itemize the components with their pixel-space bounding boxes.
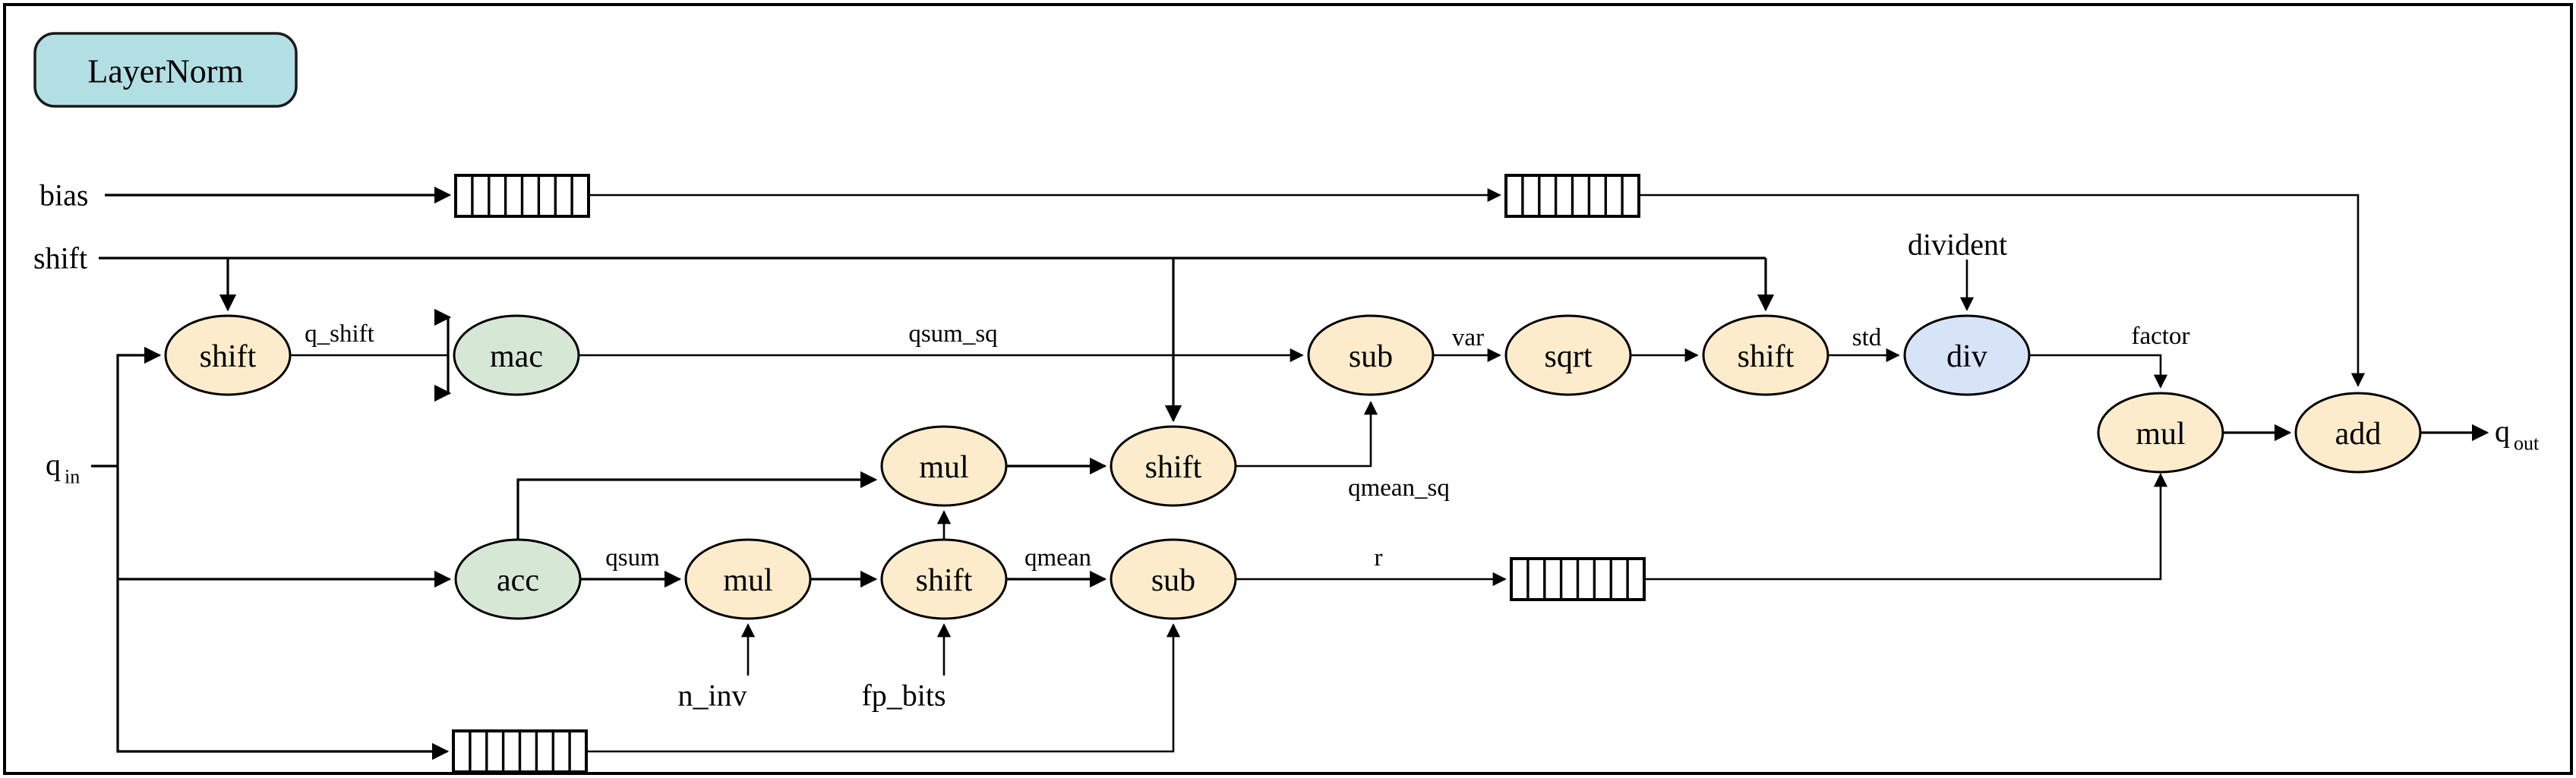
node-mul-3[interactable]: mul <box>2097 392 2224 474</box>
port-label-divident: divident <box>1908 228 2007 262</box>
wire-qin-to-fifo-bottom <box>116 466 450 761</box>
node-sub-2[interactable]: sub <box>1307 314 1435 396</box>
node-shift-2[interactable]: shift <box>880 538 1008 620</box>
node-shift-1[interactable]: shift <box>164 314 292 396</box>
node-mac-label: mac <box>490 339 543 374</box>
edge-label-std: std <box>1852 324 1882 351</box>
port-label-q-out: q out <box>2495 414 2540 455</box>
port-label-shift: shift <box>33 241 87 276</box>
wire-acc-to-mul2 <box>516 471 878 540</box>
edge-label-qmean: qmean <box>1024 544 1091 572</box>
wire-mac-top-in <box>434 308 452 355</box>
node-mac[interactable]: mac <box>453 314 580 396</box>
port-label-q-out-base: q <box>2495 414 2510 449</box>
title-badge: LayerNorm <box>33 32 298 108</box>
edge-label-factor: factor <box>2132 323 2190 350</box>
port-label-q-out-sub: out <box>2514 433 2540 455</box>
fifo-layer <box>452 174 1646 773</box>
node-mul-1-label: mul <box>723 563 772 598</box>
edge-label-qsum: qsum <box>605 544 660 572</box>
node-shift-4[interactable]: shift <box>1702 314 1829 396</box>
fifo-bias-1 <box>454 174 590 218</box>
node-layer: shift mac acc mul shift sub <box>164 314 2422 620</box>
node-mul-1[interactable]: mul <box>684 538 812 620</box>
node-add[interactable]: add <box>2294 392 2422 474</box>
edge-label-qmean-sq: qmean_sq <box>1348 474 1450 502</box>
node-div[interactable]: div <box>1903 314 2031 396</box>
fifo-bias-2 <box>1504 174 1640 218</box>
node-mul-3-label: mul <box>2136 417 2185 452</box>
edge-label-q-shift: q_shift <box>305 320 374 348</box>
node-shift-3[interactable]: shift <box>1110 425 1237 507</box>
wire-layer <box>91 186 2489 761</box>
wire-div-to-mul3 <box>2030 354 2168 389</box>
port-label-q-in: q in <box>46 448 80 488</box>
edge-label-var: var <box>1452 324 1484 351</box>
title-badge-shape <box>33 32 298 108</box>
wire-shift3-to-sub2 <box>1236 401 1378 468</box>
node-sqrt-label: sqrt <box>1545 339 1593 374</box>
port-label-n-inv: n_inv <box>677 679 747 713</box>
wire-mac-bottom-in <box>434 355 452 402</box>
node-div-label: div <box>1946 339 1987 374</box>
title-badge-label: LayerNorm <box>87 53 243 90</box>
port-label-fp-bits: fp_bits <box>861 679 945 713</box>
fifo-r <box>1510 557 1646 601</box>
node-shift-1-label: shift <box>200 339 257 374</box>
node-shift-2-label: shift <box>916 563 973 598</box>
edge-label-r: r <box>1375 544 1383 572</box>
edge-label-layer: q_shift qsum_sq var std factor qmean_sq … <box>305 320 2189 572</box>
node-shift-4-label: shift <box>1738 339 1795 374</box>
edge-label-qsum-sq: qsum_sq <box>908 320 997 348</box>
node-mul-2[interactable]: mul <box>880 425 1008 507</box>
node-sqrt[interactable]: sqrt <box>1504 314 1632 396</box>
port-label-q-in-sub: in <box>65 466 80 488</box>
diagram-frame <box>3 3 2573 775</box>
port-label-q-in-base: q <box>46 448 61 482</box>
fifo-qin <box>452 729 588 773</box>
node-acc-label: acc <box>497 563 539 598</box>
node-sub-1[interactable]: sub <box>1110 538 1237 620</box>
port-label-bias: bias <box>39 178 88 213</box>
node-mul-2-label: mul <box>919 450 968 485</box>
wire-qin-to-shift1 <box>116 346 162 466</box>
wire-fifo2-to-add <box>1639 194 2366 387</box>
io-label-layer: bias shift q in divident n_inv fp_bits q… <box>33 178 2540 713</box>
node-acc[interactable]: acc <box>454 538 582 620</box>
node-add-label: add <box>2335 417 2382 452</box>
node-sub-1-label: sub <box>1151 563 1195 598</box>
node-sub-2-label: sub <box>1349 339 1393 374</box>
wire-fifo-r-to-mul3 <box>1644 473 2168 581</box>
node-shift-3-label: shift <box>1145 450 1202 485</box>
wire-fifo-qin-to-sub1 <box>586 623 1181 753</box>
